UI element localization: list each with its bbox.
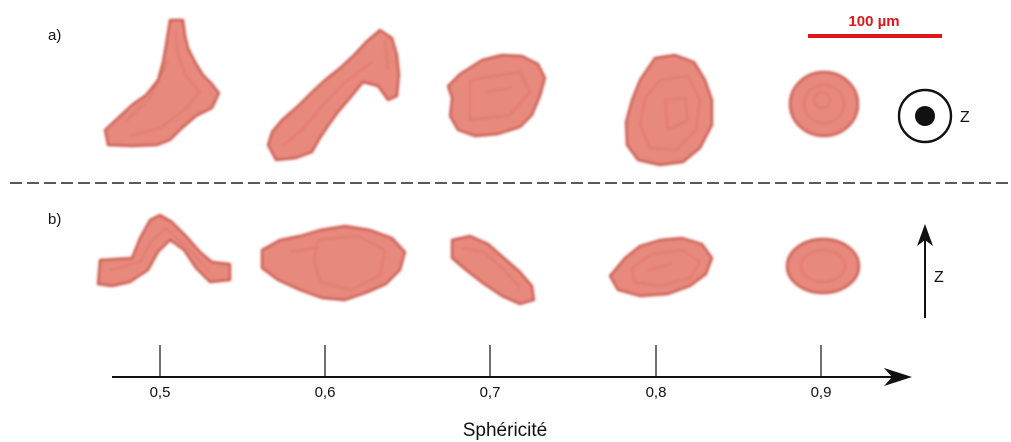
particle-b-07 bbox=[450, 234, 536, 306]
sphericity-axis bbox=[112, 345, 912, 386]
particle-a-09 bbox=[788, 70, 860, 138]
tick-label-09: 0,9 bbox=[811, 384, 832, 401]
tick-label-08: 0,8 bbox=[646, 384, 667, 401]
z-axis-arrow-icon bbox=[917, 224, 933, 318]
scale-bar-label: 100 µm bbox=[848, 13, 899, 30]
z-out-of-plane-icon bbox=[897, 88, 953, 144]
tick-label-07: 0,7 bbox=[480, 384, 501, 401]
panel-b-label: b) bbox=[48, 211, 61, 228]
particle-a-05 bbox=[103, 18, 221, 148]
particle-b-09 bbox=[785, 237, 861, 295]
z-axis-label-b: Z bbox=[934, 269, 944, 286]
particle-b-05 bbox=[96, 213, 232, 288]
panel-a-label: a) bbox=[48, 27, 61, 44]
particle-a-07 bbox=[446, 53, 547, 138]
tick-label-06: 0,6 bbox=[315, 384, 336, 401]
particle-a-06 bbox=[266, 28, 401, 162]
tick-label-05: 0,5 bbox=[150, 384, 171, 401]
z-axis-label-a: Z bbox=[960, 109, 970, 126]
particle-b-06 bbox=[260, 224, 407, 302]
axis-title: Sphéricité bbox=[463, 420, 548, 441]
particle-b-08 bbox=[608, 236, 714, 298]
particle-a-08 bbox=[624, 53, 714, 167]
